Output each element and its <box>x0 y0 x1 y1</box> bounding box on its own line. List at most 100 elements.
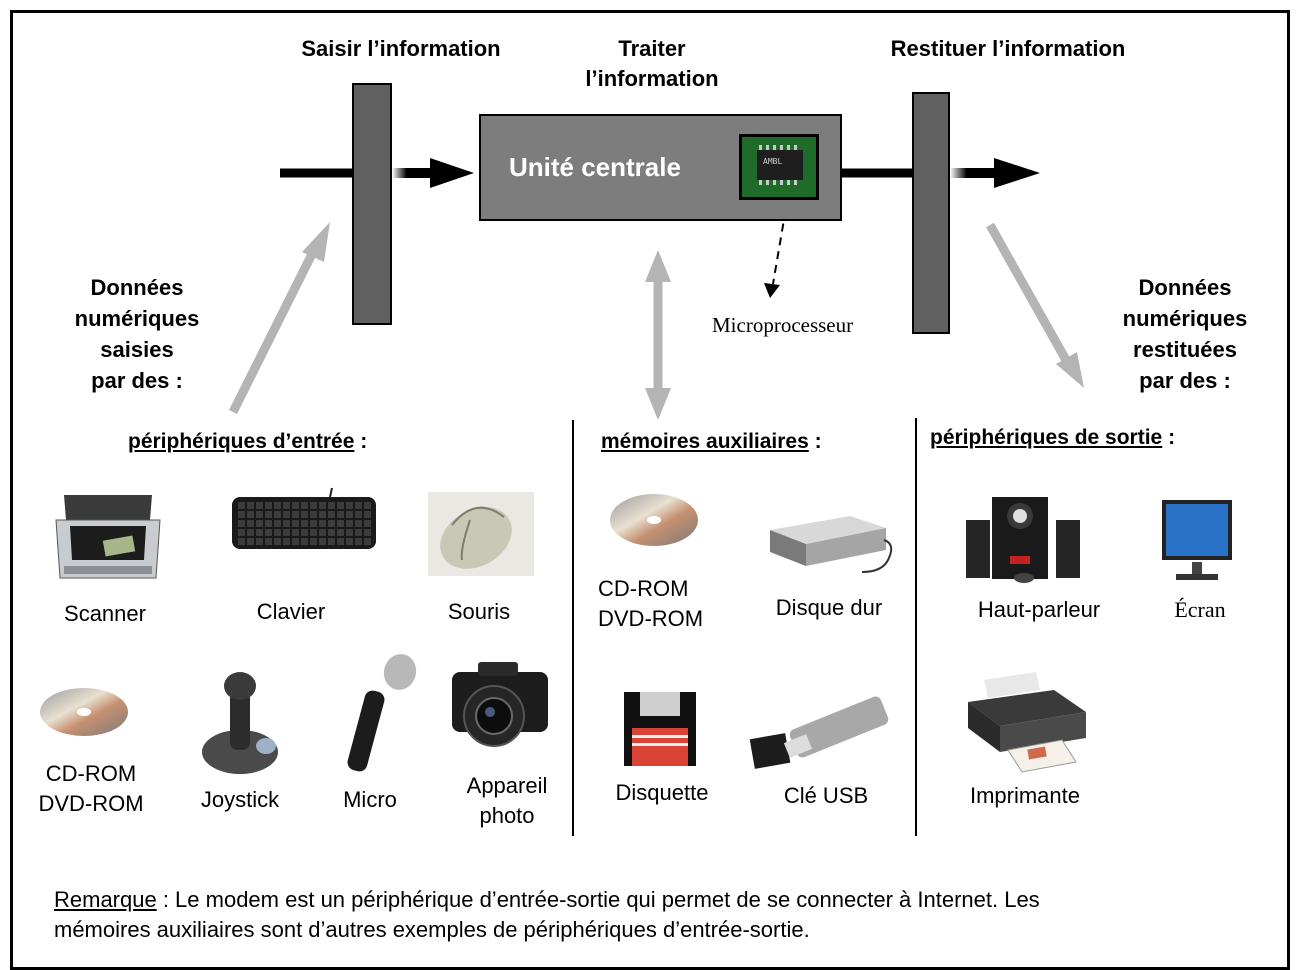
label-cd-input: CD-ROM DVD-ROM <box>18 759 164 819</box>
microprocessor-label: Microprocesseur <box>712 313 854 337</box>
keyboard-key <box>238 502 245 509</box>
keyboard-key <box>346 529 353 536</box>
category-input-heading: périphériques d’entrée : <box>128 430 367 454</box>
flow-arrow-1-head <box>430 158 474 188</box>
keyboard-key <box>337 502 344 509</box>
remark-label: Remarque <box>54 887 157 912</box>
label-screen: Écran <box>1148 595 1252 625</box>
keyboard-key <box>283 520 290 527</box>
camera-picture <box>452 662 548 747</box>
label-scanner: Scanner <box>64 601 146 626</box>
keyboard-key <box>274 511 281 518</box>
keyboard-key <box>319 538 326 545</box>
floppy-picture <box>624 692 696 766</box>
stage-process-title-line2: l’information <box>585 66 719 91</box>
label-floppy: Disquette <box>615 780 709 805</box>
label-micro: Micro <box>343 787 397 812</box>
keyboard-key <box>256 538 263 545</box>
category-output-name: périphériques de sortie <box>930 426 1163 449</box>
usb-key-picture <box>749 696 889 769</box>
keyboard-key <box>310 538 317 545</box>
scanner-picture <box>55 495 161 579</box>
label-camera: Appareil photo <box>444 771 570 831</box>
keyboard-key <box>355 538 362 545</box>
label-keyboard: Clavier <box>256 599 326 624</box>
keyboard-key <box>238 520 245 527</box>
category-input-suffix: : <box>354 430 368 453</box>
keyboard-key <box>319 529 326 536</box>
left-note-line-2: numériques <box>74 306 200 331</box>
label-cd-storage-line1: CD-ROM <box>598 576 689 601</box>
keyboard-key <box>310 511 317 518</box>
label-hard-disk: Disque dur <box>775 595 883 620</box>
keyboard-key <box>355 502 362 509</box>
category-output-heading: périphériques de sortie : <box>930 426 1175 450</box>
keyboard-key <box>337 529 344 536</box>
right-note-line-3: restituées <box>1133 337 1237 362</box>
keyboard-key <box>364 520 371 527</box>
microprocessor-chip-picture: AMBL <box>739 134 819 200</box>
keyboard-key <box>238 511 245 518</box>
mouse-picture <box>428 492 534 576</box>
stage-output-title: Restituer l’information <box>890 36 1126 61</box>
label-cd-input-line1: CD-ROM <box>45 761 137 786</box>
keyboard-key <box>283 502 290 509</box>
keyboard-key <box>283 511 290 518</box>
chip-marking: AMBL <box>763 157 782 166</box>
keyboard-key <box>292 511 299 518</box>
keyboard-key <box>337 538 344 545</box>
keyboard-key <box>301 538 308 545</box>
keyboard-key <box>301 502 308 509</box>
label-printer: Imprimante <box>969 783 1081 808</box>
label-camera-line1: Appareil <box>466 773 548 798</box>
label-cd-input-line2: DVD-ROM <box>38 791 144 816</box>
keyboard-key <box>328 529 335 536</box>
central-unit-label: Unité centrale <box>509 152 681 182</box>
keyboard-key <box>310 502 317 509</box>
flow-arrow-2-shaft <box>950 168 998 178</box>
keyboard-key <box>337 520 344 527</box>
cd-input-hole <box>77 708 91 716</box>
label-cd-storage: CD-ROM DVD-ROM <box>598 574 738 634</box>
label-cd-storage-line2: DVD-ROM <box>598 606 704 631</box>
left-note-line-1: Données <box>90 275 184 300</box>
input-gray-arrow-head <box>302 222 330 262</box>
keyboard-key <box>283 538 290 545</box>
label-usb-key: Clé USB <box>783 783 869 808</box>
keyboard-picture <box>232 487 376 549</box>
keyboard-key <box>238 529 245 536</box>
right-note-line-1: Données <box>1138 275 1232 300</box>
cd-storage-hole <box>647 516 661 524</box>
printer-picture <box>968 672 1086 773</box>
keyboard-key <box>238 538 245 545</box>
keyboard-key <box>319 502 326 509</box>
keyboard-key <box>346 511 353 518</box>
category-input-name: périphériques d’entrée <box>128 430 355 453</box>
right-note: Données numériques restituées par des : <box>1100 272 1270 396</box>
label-speakers: Haut-parleur <box>977 597 1101 622</box>
label-camera-line2: photo <box>479 803 535 828</box>
label-screen-text: Écran <box>1174 597 1226 622</box>
flow-arrow-2-head <box>994 158 1040 188</box>
category-storage-name: mémoires auxiliaires <box>601 430 809 453</box>
category-storage-suffix: : <box>808 430 822 453</box>
input-bar <box>352 83 392 325</box>
output-bar <box>912 92 950 334</box>
central-unit: Unité centrale AMBL <box>479 114 842 221</box>
keyboard-key <box>364 511 371 518</box>
keyboard-key <box>274 538 281 545</box>
keyboard-key <box>247 538 254 545</box>
output-gray-arrow-head <box>1056 352 1084 388</box>
remark-line-2: mémoires auxiliaires sont d’autres exemp… <box>54 917 810 942</box>
keyboard-key <box>328 511 335 518</box>
keyboard-key <box>364 529 371 536</box>
joystick-picture <box>202 672 278 774</box>
keyboard-key <box>346 520 353 527</box>
keyboard-key <box>355 529 362 536</box>
keyboard-key <box>292 520 299 527</box>
stage-input-title: Saisir l’information <box>301 36 501 61</box>
keyboard-key <box>256 520 263 527</box>
keyboard-key <box>265 529 272 536</box>
remark: Remarque : Le modem est un périphérique … <box>54 885 1274 945</box>
speakers-picture <box>966 497 1080 583</box>
